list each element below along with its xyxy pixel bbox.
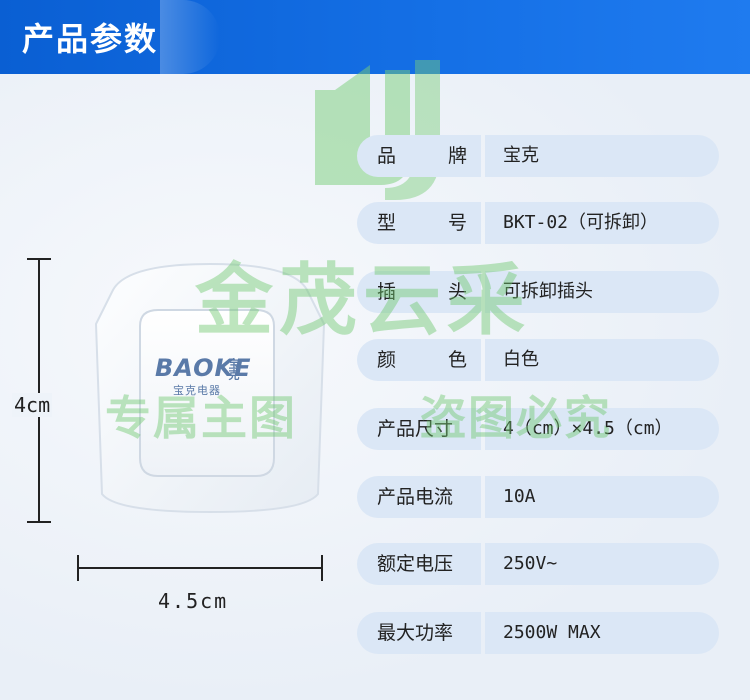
spec-value: 可拆卸插头 bbox=[485, 271, 719, 313]
spec-label-char: 型 bbox=[377, 212, 397, 234]
plug-brand-cn: 宝克 bbox=[227, 358, 240, 380]
width-dimension-label: 4.5cm bbox=[158, 589, 229, 613]
width-dimension-cap-left bbox=[77, 555, 79, 581]
spec-row-size: 产品尺寸 4（cm）×4.5（cm） bbox=[357, 408, 719, 450]
spec-label: 额定电压 bbox=[357, 543, 481, 585]
spec-value: 4（cm）×4.5（cm） bbox=[485, 408, 719, 450]
spec-label-char: 色 bbox=[447, 349, 467, 371]
spec-label: 产品尺寸 bbox=[357, 408, 481, 450]
watermark-logo-icon bbox=[315, 60, 440, 200]
spec-value: 250V~ bbox=[485, 543, 719, 585]
spec-row-voltage: 额定电压 250V~ bbox=[357, 543, 719, 585]
spec-label-char: 插 bbox=[377, 281, 397, 303]
height-dimension-line bbox=[38, 258, 40, 522]
watermark-brand: 金茂云采 bbox=[195, 256, 532, 346]
watermark-right: 盗图必究 bbox=[420, 391, 612, 445]
spec-row-plug: 插头 可拆卸插头 bbox=[357, 271, 719, 313]
header-banner: 产品参数 bbox=[0, 0, 750, 74]
spec-label: 颜色 bbox=[357, 339, 481, 381]
spec-value: 白色 bbox=[485, 339, 719, 381]
spec-label: 最大功率 bbox=[357, 612, 481, 654]
spec-label: 品牌 bbox=[357, 135, 481, 177]
spec-label-char: 品 bbox=[377, 145, 397, 167]
spec-label-char: 牌 bbox=[447, 145, 467, 167]
spec-label: 型号 bbox=[357, 202, 481, 244]
spec-value: 2500W MAX bbox=[485, 612, 719, 654]
spec-label-char: 颜 bbox=[377, 349, 397, 371]
plug-brand-en: BAOKE bbox=[155, 354, 252, 382]
spec-label: 产品电流 bbox=[357, 476, 481, 518]
spec-row-power: 最大功率 2500W MAX bbox=[357, 612, 719, 654]
spec-row-color: 颜色 白色 bbox=[357, 339, 719, 381]
spec-value: BKT-02（可拆卸） bbox=[485, 202, 719, 244]
plug-image bbox=[94, 262, 326, 514]
width-dimension-line bbox=[77, 567, 323, 569]
plug-brand-sub: 宝克电器 bbox=[173, 384, 221, 397]
header-shine bbox=[160, 0, 220, 74]
spec-label-char: 号 bbox=[447, 212, 467, 234]
watermark-left: 专属主图 bbox=[105, 391, 297, 445]
width-dimension-cap-right bbox=[321, 555, 323, 581]
spec-label-char: 头 bbox=[447, 281, 467, 303]
spec-label: 插头 bbox=[357, 271, 481, 313]
height-dimension-cap-top bbox=[27, 258, 51, 260]
spec-value: 10A bbox=[485, 476, 719, 518]
spec-value: 宝克 bbox=[485, 135, 719, 177]
height-dimension-label: 4cm bbox=[12, 393, 53, 417]
spec-row-brand: 品牌 宝克 bbox=[357, 135, 719, 177]
spec-row-model: 型号 BKT-02（可拆卸） bbox=[357, 202, 719, 244]
page-title: 产品参数 bbox=[22, 20, 159, 58]
spec-row-current: 产品电流 10A bbox=[357, 476, 719, 518]
height-dimension-cap-bottom bbox=[27, 521, 51, 523]
